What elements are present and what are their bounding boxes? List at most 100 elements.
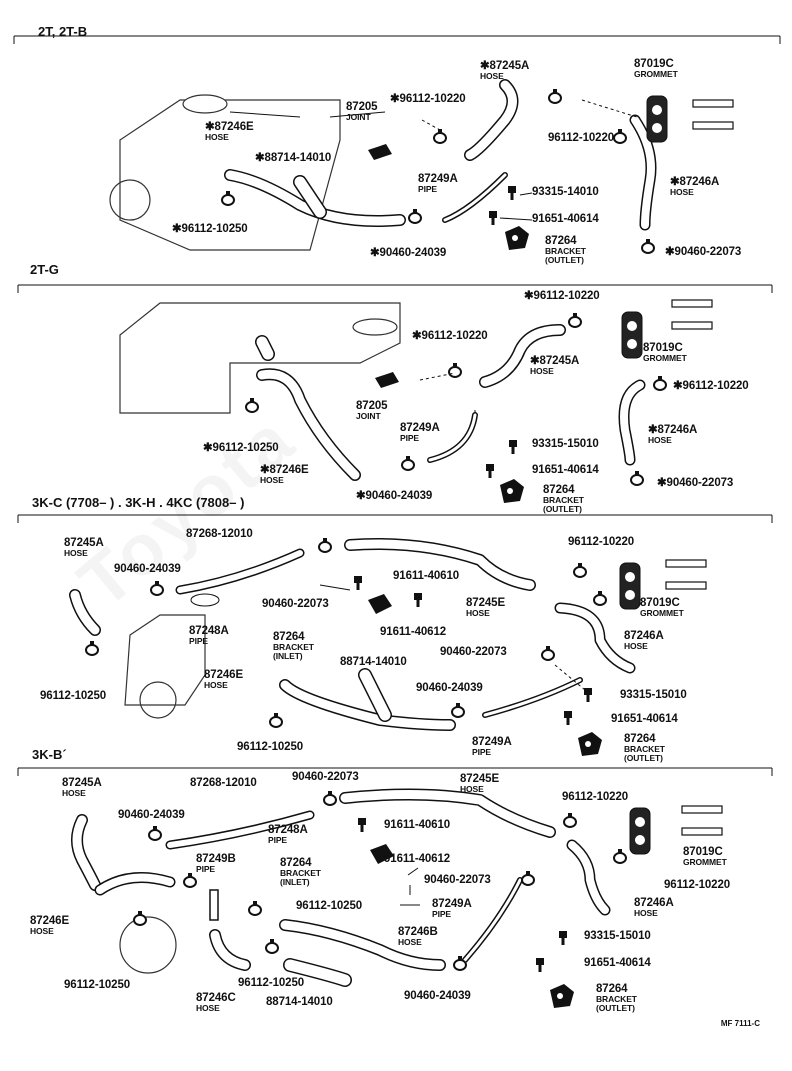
section-title-2tg: 2T-G bbox=[30, 262, 59, 277]
clamp-2b-tab bbox=[453, 363, 457, 368]
part-description: HOSE bbox=[530, 366, 554, 376]
clamp-3c-tab bbox=[578, 563, 582, 568]
grommet-3-hole1 bbox=[625, 572, 635, 582]
grommet-4-hole2 bbox=[635, 835, 645, 845]
bracket-2-hole bbox=[507, 488, 513, 494]
hose-87245a-2-fill bbox=[480, 325, 565, 387]
bolt-3c-shank bbox=[416, 600, 420, 607]
clamp-4g-tab bbox=[253, 901, 257, 906]
part-label-s4-91611-40612: 91611-40612 bbox=[384, 853, 450, 865]
engine-block-2 bbox=[119, 302, 401, 414]
pipe-87249a-2-fill bbox=[428, 413, 477, 462]
part-description: HOSE bbox=[196, 1003, 220, 1013]
oil-cap-1 bbox=[182, 94, 228, 114]
part-label-s1-91651: 91651-40614 bbox=[532, 213, 599, 225]
part-number: 87264 bbox=[543, 484, 575, 496]
clamp-1d bbox=[408, 212, 422, 224]
part-number: 87246A bbox=[624, 630, 664, 642]
part-label-s3-88714: 88714-14010 bbox=[340, 656, 407, 668]
clamp-4e bbox=[521, 874, 535, 886]
part-number: 96112-10250 bbox=[296, 900, 363, 912]
clamp-3e-tab bbox=[546, 646, 550, 651]
part-label-s4-88714: 88714-14010 bbox=[266, 996, 333, 1008]
leader-3b bbox=[319, 584, 351, 591]
bolt-3d bbox=[354, 576, 362, 583]
part-description: HOSE bbox=[204, 680, 228, 690]
clamp-3f bbox=[451, 706, 465, 718]
bolt-3a-shank bbox=[586, 695, 590, 702]
part-number: 87249A bbox=[472, 736, 512, 748]
part-label-s4-91611-40610: 91611-40610 bbox=[384, 819, 450, 831]
studs-2-1 bbox=[671, 321, 713, 330]
part-number: 87268-12010 bbox=[186, 528, 253, 540]
part-description: BRACKET (OUTLET) bbox=[545, 246, 586, 265]
clamp-4c-tab bbox=[568, 813, 572, 818]
water-pump-3 bbox=[139, 681, 177, 719]
grommet-2-hole2 bbox=[627, 339, 637, 349]
part-number: 90460-22073 bbox=[440, 646, 507, 658]
part-description: HOSE bbox=[205, 132, 229, 142]
leader-1f bbox=[499, 217, 533, 221]
part-description: HOSE bbox=[670, 187, 694, 197]
part-description: BRACKET (OUTLET) bbox=[543, 495, 584, 514]
part-number: 90460-24039 bbox=[404, 990, 471, 1002]
part-number: 87019C bbox=[683, 846, 723, 858]
part-number: 91651-40614 bbox=[611, 713, 678, 725]
part-number: ✱87246E bbox=[260, 464, 309, 476]
part-number: 96112-10250 bbox=[238, 977, 305, 989]
part-label-s1-90460-22073: ✱90460-22073 bbox=[665, 246, 741, 258]
part-description: HOSE bbox=[480, 71, 504, 81]
clamp-2b bbox=[448, 366, 462, 378]
bolt-4b-shank bbox=[538, 965, 542, 972]
part-number: ✱90460-24039 bbox=[370, 247, 447, 259]
clamp-4f-tab bbox=[458, 956, 462, 961]
part-number: 87246E bbox=[30, 915, 70, 927]
part-number: 87264 bbox=[273, 631, 305, 643]
clamp-3b bbox=[318, 541, 332, 553]
part-description: BRACKET (OUTLET) bbox=[596, 994, 637, 1013]
bracket-inlet-3 bbox=[368, 594, 392, 614]
part-number: 91611-40612 bbox=[384, 853, 451, 865]
studs-1-0 bbox=[692, 99, 734, 108]
grommet-3-hole2 bbox=[625, 590, 635, 600]
pipe-87249a-1-fill bbox=[443, 173, 507, 222]
hose-88714-4-fill bbox=[284, 959, 351, 986]
clamp-3g-tab bbox=[274, 713, 278, 718]
part-label-s4-87268: 87268-12010 bbox=[190, 777, 257, 789]
part-number: 87264 bbox=[545, 235, 577, 247]
part-number: 91611-40610 bbox=[384, 819, 451, 831]
clamp-2d bbox=[401, 459, 415, 471]
clamp-3c bbox=[573, 566, 587, 578]
part-label-s4-96112-10220a: 96112-10220 bbox=[562, 791, 628, 803]
bolt-4c bbox=[358, 818, 366, 825]
water-pump-4 bbox=[119, 916, 177, 974]
clamp-2a bbox=[568, 316, 582, 328]
clamp-2a-tab bbox=[573, 313, 577, 318]
part-number: 87019C bbox=[643, 342, 683, 354]
part-label-s4-96112-10250b: 96112-10250 bbox=[64, 979, 130, 991]
hose-short-2-fill bbox=[256, 336, 274, 360]
clamp-2c-tab bbox=[658, 376, 662, 381]
clamp-4i bbox=[133, 914, 147, 926]
bracket-1-hole bbox=[512, 235, 518, 241]
bolt-4b bbox=[536, 958, 544, 965]
bolt-3d-shank bbox=[356, 583, 360, 590]
part-number: ✱87246A bbox=[670, 176, 720, 188]
hose-87245a-1-fill bbox=[465, 80, 517, 160]
grommet-2-hole1 bbox=[627, 321, 637, 331]
clamp-4d-tab bbox=[618, 849, 622, 854]
clamp-1c-tab bbox=[618, 129, 622, 134]
part-number: 87264 bbox=[624, 733, 656, 745]
clamp-3b-tab bbox=[323, 538, 327, 543]
clamp-4e-tab bbox=[526, 871, 530, 876]
part-number: 87245E bbox=[466, 597, 506, 609]
part-number: 87246E bbox=[204, 669, 244, 681]
part-description: BRACKET (INLET) bbox=[273, 642, 314, 661]
